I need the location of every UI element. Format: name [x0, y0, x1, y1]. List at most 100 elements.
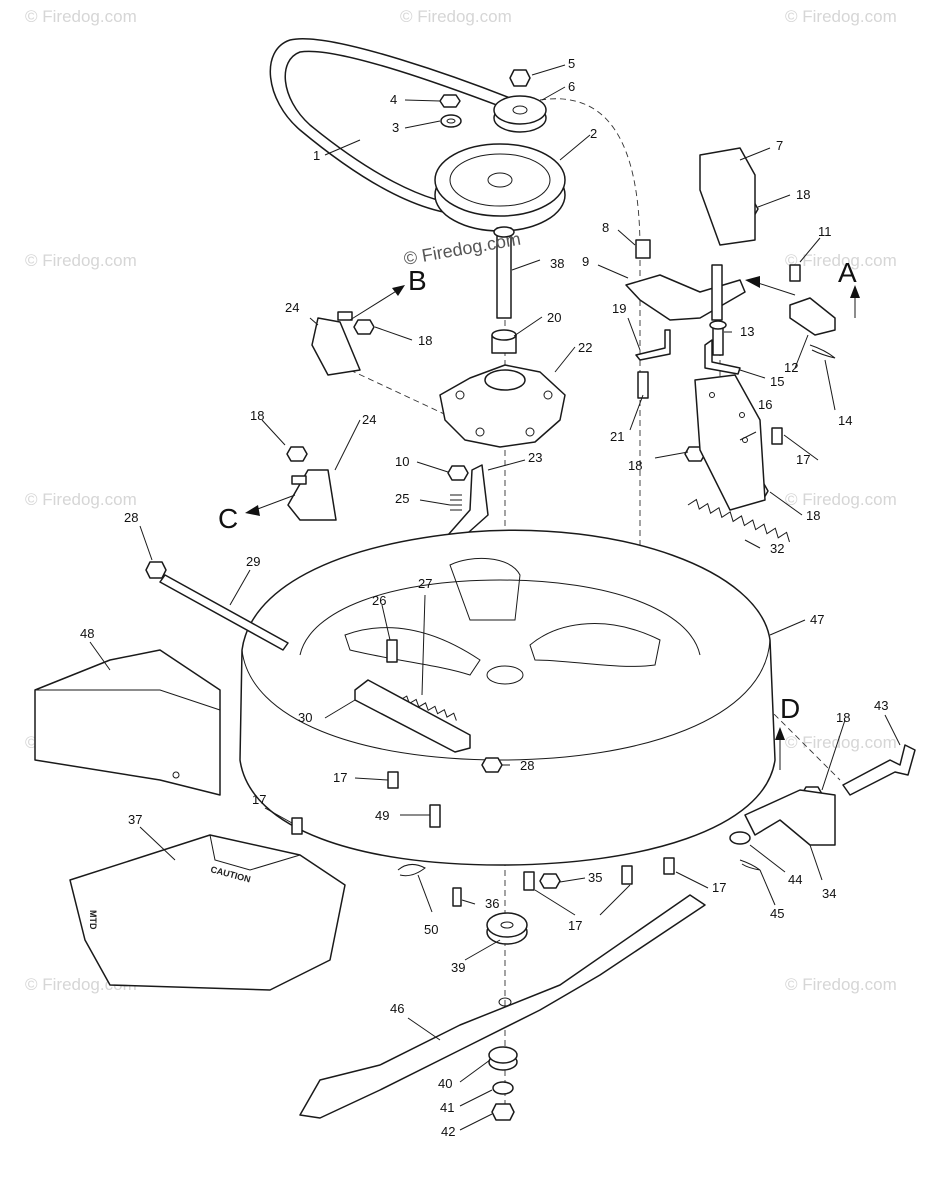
part-label-17d: 17 — [568, 918, 582, 933]
part-label-38: 38 — [550, 256, 564, 271]
discharge-shield — [34, 649, 221, 796]
part-label-5: 5 — [568, 56, 575, 71]
callout-c: C — [218, 503, 238, 534]
bolt-17-deck — [291, 771, 675, 891]
watermark-text: © Firedog.com — [400, 7, 512, 26]
watermark-text: © Firedog.com — [785, 975, 897, 994]
watermark-text: © Firedog.com — [785, 490, 897, 509]
rod-29 — [159, 574, 289, 651]
part-label-40: 40 — [438, 1076, 452, 1091]
bolt-17 — [771, 427, 783, 445]
hex-nut-5 — [509, 69, 531, 87]
blade-adapter-40 — [488, 1046, 518, 1071]
part-label-26: 26 — [372, 593, 386, 608]
spindle-bearing — [491, 329, 517, 354]
part-label-37: 37 — [128, 812, 142, 827]
part-label-18c: 18 — [250, 408, 264, 423]
part-label-24a: 24 — [285, 300, 299, 315]
leader-lines — [89, 64, 901, 1131]
deflector-cover: CAUTION MTD — [69, 834, 346, 991]
nut-4 — [439, 94, 461, 108]
part-label-21: 21 — [610, 429, 624, 444]
spindle-shaft — [493, 226, 515, 319]
nut-42 — [491, 1103, 515, 1121]
mower-deck — [239, 529, 776, 866]
pin-43 — [842, 744, 916, 796]
lift-plate — [699, 147, 756, 246]
part-label-10: 10 — [395, 454, 409, 469]
part-label-35: 35 — [588, 870, 602, 885]
part-label-27: 27 — [418, 576, 432, 591]
part-label-17c: 17 — [252, 792, 266, 807]
part-label-41: 41 — [440, 1100, 454, 1115]
support-plate-16 — [694, 374, 766, 511]
watermark-text: © Firedog.com — [25, 490, 137, 509]
part-label-39: 39 — [451, 960, 465, 975]
part-label-34: 34 — [822, 886, 836, 901]
nut-28 — [145, 561, 503, 773]
part-label-48: 48 — [80, 626, 94, 641]
idler-pulley — [493, 95, 547, 133]
bolt-13 — [709, 320, 727, 356]
pin-11 — [789, 264, 801, 282]
callout-d: D — [780, 693, 800, 724]
spring-25 — [450, 494, 462, 511]
idler-arm — [625, 264, 746, 321]
watermark-text: © Firedog.com — [25, 251, 137, 270]
part-label-1: 1 — [313, 148, 320, 163]
part-label-43: 43 — [874, 698, 888, 713]
part-label-50: 50 — [424, 922, 438, 937]
callout-b: B — [408, 265, 427, 296]
part-label-2: 2 — [590, 126, 597, 141]
part-label-6: 6 — [568, 79, 575, 94]
clip-45 — [739, 859, 761, 871]
part-label-16: 16 — [758, 397, 772, 412]
washer-41 — [492, 1081, 514, 1095]
mounting-bracket-b — [311, 311, 361, 376]
part-label-36: 36 — [485, 896, 499, 911]
part-label-44: 44 — [788, 872, 802, 887]
bracket-19 — [635, 329, 671, 361]
nut-35 — [539, 873, 561, 889]
watermark-text: © Firedog.com — [25, 7, 137, 26]
part-label-3: 3 — [392, 120, 399, 135]
bushing — [635, 239, 651, 259]
part-label-20: 20 — [547, 310, 561, 325]
part-label-42: 42 — [441, 1124, 455, 1139]
part-label-45: 45 — [770, 906, 784, 921]
part-label-14: 14 — [838, 413, 852, 428]
washer-3 — [440, 114, 462, 128]
view-callouts: A B C D — [218, 257, 860, 770]
part-label-28b: 28 — [520, 758, 534, 773]
part-label-25: 25 — [395, 491, 409, 506]
part-label-17e: 17 — [712, 880, 726, 895]
hairpin-clip-14 — [809, 344, 836, 359]
brand-decal-text: MTD — [88, 910, 98, 930]
watermark-text: © Firedog.com — [785, 251, 897, 270]
part-label-18e: 18 — [806, 508, 820, 523]
extension-spring — [687, 498, 790, 543]
mower-blade — [299, 894, 706, 1119]
part-label-4: 4 — [390, 92, 397, 107]
part-label-18f: 18 — [836, 710, 850, 725]
part-label-24b: 24 — [362, 412, 376, 427]
part-label-30: 30 — [298, 710, 312, 725]
part-label-8: 8 — [602, 220, 609, 235]
bolt-26 — [386, 639, 398, 663]
part-label-11: 11 — [818, 224, 832, 239]
bracket-12 — [789, 297, 836, 336]
part-label-32: 32 — [770, 541, 784, 556]
mounting-bracket-c — [287, 469, 337, 521]
part-label-19: 19 — [612, 301, 626, 316]
lower-bearing — [486, 912, 528, 945]
part-label-18a: 18 — [796, 187, 810, 202]
part-label-13: 13 — [740, 324, 754, 339]
part-label-15: 15 — [770, 374, 784, 389]
clip-50 — [397, 864, 426, 877]
part-label-18d: 18 — [628, 458, 642, 473]
part-number-labels: 1 2 3 4 5 6 7 8 9 10 11 12 13 14 15 16 1… — [80, 56, 888, 1139]
part-label-47: 47 — [810, 612, 824, 627]
bolt-21 — [637, 371, 649, 399]
bolt-36 — [452, 887, 462, 907]
part-label-9: 9 — [582, 254, 589, 269]
